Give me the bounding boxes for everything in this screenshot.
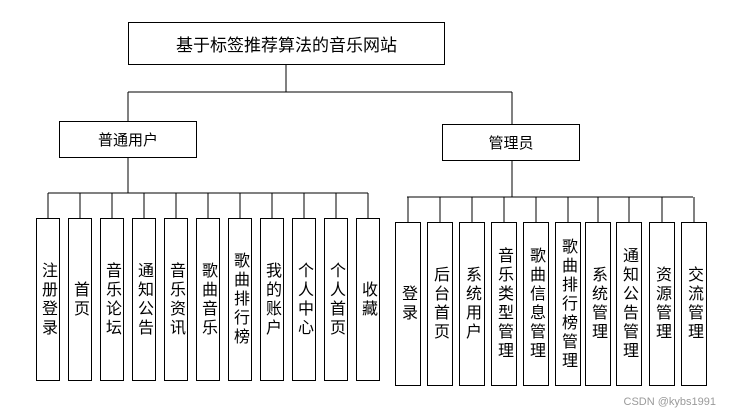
admin-module-dashboard: 后台首页 — [427, 222, 453, 386]
admin-module-login: 登录 — [395, 222, 421, 386]
role-node-user: 普通用户 — [59, 121, 197, 158]
admin-module-music-type-mgmt: 音乐类型管理 — [491, 222, 517, 386]
user-module-music-forum: 音乐论坛 — [100, 218, 124, 381]
user-module-favorites: 收藏 — [356, 218, 380, 381]
csdn-watermark: CSDN @kybs1991 — [623, 396, 716, 408]
user-module-personal-center: 个人中心 — [292, 218, 316, 381]
user-module-notices: 通知公告 — [132, 218, 156, 381]
user-module-home: 首页 — [68, 218, 92, 381]
user-module-music-news: 音乐资讯 — [164, 218, 188, 381]
admin-module-resource-mgmt: 资源管理 — [649, 222, 675, 386]
admin-module-system-users: 系统用户 — [459, 222, 485, 386]
user-module-my-account: 我的账户 — [260, 218, 284, 381]
admin-role-label: 管理员 — [488, 134, 534, 152]
admin-module-song-ranking-mgmt: 歌曲排行榜管理 — [555, 222, 581, 386]
admin-module-notice-mgmt: 通知公告管理 — [616, 222, 642, 386]
user-module-song-ranking: 歌曲排行榜 — [228, 218, 252, 381]
user-module-songs: 歌曲音乐 — [196, 218, 220, 381]
user-module-personal-home: 个人首页 — [324, 218, 348, 381]
admin-module-system-mgmt: 系统管理 — [585, 222, 611, 386]
root-label: 基于标签推荐算法的音乐网站 — [176, 36, 397, 56]
admin-module-communication-mgmt: 交流管理 — [681, 222, 707, 386]
user-role-label: 普通用户 — [97, 131, 158, 149]
root-node-title: 基于标签推荐算法的音乐网站 — [128, 22, 445, 65]
admin-module-song-info-mgmt: 歌曲信息管理 — [523, 222, 549, 386]
user-module-register-login: 注册登录 — [36, 218, 60, 381]
role-node-admin: 管理员 — [442, 124, 580, 161]
